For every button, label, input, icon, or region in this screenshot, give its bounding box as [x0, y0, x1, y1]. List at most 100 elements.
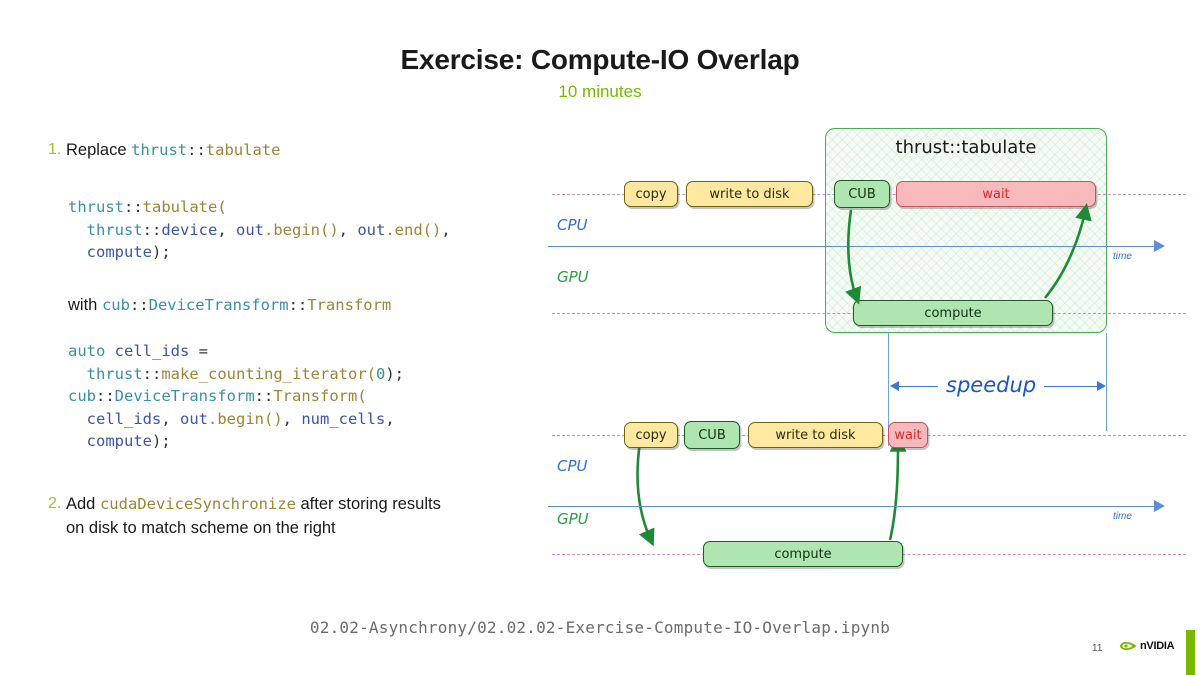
code-line: compute); — [68, 241, 451, 264]
page-subtitle: 10 minutes — [558, 82, 642, 101]
page-title: Exercise: Compute-IO Overlap — [400, 44, 800, 75]
code-block-2: auto cell_ids = thrust::make_counting_it… — [68, 340, 404, 453]
top-lane-label-cpu: CPU — [557, 216, 588, 234]
top-lane-label-gpu: GPU — [557, 268, 589, 286]
speedup-right-guide — [1106, 333, 1107, 431]
code-line: cub::DeviceTransform::Transform( — [68, 385, 404, 408]
bottom-cpu-block-copy: copy — [624, 422, 678, 448]
item2-suffix: after storing results — [295, 495, 441, 513]
cb1-l3-end: ); — [152, 243, 171, 261]
top-cpu-block-cub: CUB — [834, 180, 890, 208]
cb2-l4-c1: , — [161, 409, 180, 428]
cb1-l2-out: out — [236, 220, 265, 239]
cb2-l1-eq: = — [189, 342, 208, 360]
arrow-compute-to-wait-bottom — [888, 434, 907, 541]
code-block-1: thrust::tabulate( thrust::device, out.be… — [68, 196, 451, 264]
bottom-lane-label-cpu: CPU — [557, 457, 588, 475]
cb1-l1-ns: thrust — [68, 198, 124, 216]
bottom-cpu-block-wait: wait — [888, 422, 928, 448]
nvidia-eye-icon — [1120, 642, 1137, 650]
cb2-l4-begin: .begin() — [208, 409, 283, 428]
bottom-time-axis-arrow — [1154, 500, 1165, 512]
cb2-l1-kw: auto — [68, 342, 106, 360]
speedup-arrow-right — [1097, 381, 1106, 391]
instructions-list: 1. Replace thrust::tabulate — [48, 138, 548, 166]
with-sep: :: — [129, 296, 149, 314]
speedup-label: speedup — [938, 373, 1045, 397]
notebook-path: 02.02-Asynchrony/02.02.02-Exercise-Compu… — [309, 618, 891, 637]
cb2-l3-ns: cub — [68, 387, 96, 405]
cb1-l3-compute: compute — [86, 243, 152, 261]
with-sep2: :: — [288, 296, 308, 314]
cb2-l4-out: out — [180, 409, 208, 428]
cb2-l2-ns: thrust — [86, 364, 143, 383]
item2-line2: on disk to match scheme on the right — [66, 519, 336, 537]
item1-code-sep: :: — [187, 141, 206, 159]
top-time-label: time — [1113, 251, 1132, 262]
cb1-l1-fn: tabulate( — [142, 198, 227, 216]
code-line: thrust::make_counting_iterator(0); — [68, 363, 404, 386]
cb2-l4-numcells: num_cells — [301, 409, 386, 428]
item1-prefix: Replace — [66, 141, 132, 159]
speedup-left-guide — [888, 333, 889, 446]
item1-code-fn: tabulate — [205, 141, 281, 159]
cb1-l2-device: device — [161, 220, 218, 239]
thrust-tabulate-group-label: thrust::tabulate — [895, 137, 1037, 158]
cb2-l3-fn: Transform( — [273, 387, 367, 405]
code-line: auto cell_ids = — [68, 340, 404, 363]
page-number: 11 — [1092, 643, 1103, 654]
list-number: 2. — [48, 495, 62, 512]
cb1-l2-sep: :: — [142, 220, 162, 239]
cb1-l2-ns: thrust — [86, 220, 143, 239]
cb2-l4-c3: , — [385, 409, 395, 428]
cb2-l4-c2: , — [282, 409, 302, 428]
code-line: thrust::device, out.begin(), out.end(), — [68, 219, 451, 242]
cb1-l2-c1: , — [217, 220, 237, 239]
cb2-l2-end: ); — [385, 364, 404, 383]
list-number: 1. — [48, 141, 62, 158]
cb1-l1-sep: :: — [124, 198, 143, 216]
cb1-l2-end: .end() — [385, 220, 442, 239]
cb1-l2-c3: , — [441, 220, 451, 239]
cb1-l2-begin: .begin() — [264, 220, 339, 239]
top-cpu-block-write-to-disk: write to disk — [686, 181, 813, 207]
cb2-l5-end: ); — [152, 432, 171, 450]
bottom-cpu-block-write-to-disk: write to disk — [748, 422, 883, 448]
list-item-1: 1. Replace thrust::tabulate — [48, 138, 548, 162]
bottom-time-axis — [548, 506, 1156, 507]
code-line: cell_ids, out.begin(), num_cells, — [68, 408, 404, 431]
nvidia-wordmark: nVIDIA — [1140, 640, 1175, 652]
timeline-diagram: thrust::tabulate time CPU GPU copy write… — [540, 120, 1200, 590]
speedup-arrow-left — [890, 381, 899, 391]
with-fn: Transform — [307, 296, 392, 314]
bottom-gpu-block-compute: compute — [703, 541, 903, 567]
with-line: with cub::DeviceTransform::Transform — [68, 296, 391, 315]
cb2-l3-sep2: :: — [254, 387, 274, 405]
bottom-time-label: time — [1113, 511, 1132, 522]
item2-code: cudaDeviceSynchronize — [99, 495, 296, 513]
top-gpu-block-compute: compute — [853, 300, 1053, 326]
with-ns: cub — [101, 296, 130, 314]
list-item-1-text: Replace thrust::tabulate — [66, 138, 280, 162]
cb2-l5-compute: compute — [86, 432, 152, 450]
cb1-l2-c2: , — [338, 220, 358, 239]
nvidia-logo: nVIDIA — [1120, 640, 1175, 652]
list-item-2: 2. Add cudaDeviceSynchronize after stori… — [48, 492, 548, 540]
bottom-lane-label-gpu: GPU — [557, 510, 589, 528]
bottom-cpu-block-cub: CUB — [684, 421, 740, 449]
top-cpu-block-wait: wait — [896, 181, 1096, 207]
top-cpu-block-copy: copy — [624, 181, 678, 207]
arrow-cub-to-compute-bottom — [636, 441, 655, 547]
item2-prefix: Add — [66, 495, 100, 513]
top-time-axis — [548, 246, 1156, 247]
top-time-axis-arrow — [1154, 240, 1165, 252]
cb2-l3-mid: DeviceTransform — [114, 387, 255, 405]
code-line: compute); — [68, 430, 404, 453]
cb2-l4-cellids: cell_ids — [86, 409, 162, 428]
cb2-l3-sep: :: — [96, 387, 115, 405]
code-line: thrust::tabulate( — [68, 196, 451, 219]
with-prefix: with — [68, 296, 102, 314]
cb2-l1-var: cell_ids — [105, 342, 190, 360]
cb2-l2-fn: make_counting_iterator( — [161, 364, 376, 383]
